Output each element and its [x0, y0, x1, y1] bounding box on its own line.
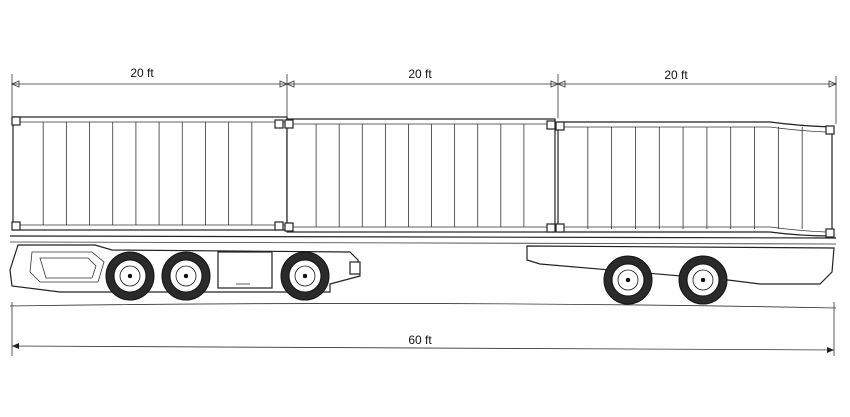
- top-dimension: [10, 74, 838, 124]
- wheels: [105, 251, 728, 305]
- dimension-label-container-2: 20 ft: [408, 67, 432, 81]
- dimension-label-container-1: 20 ft: [130, 66, 154, 80]
- dimension-label-overall: 60 ft: [408, 333, 432, 347]
- container-2: [284, 118, 556, 233]
- wheel-3: [280, 251, 330, 301]
- wheel-2: [161, 251, 211, 301]
- wheel-1: [105, 251, 155, 301]
- container-3: [555, 121, 835, 238]
- wheel-4: [603, 255, 653, 305]
- ground-line: [9, 303, 837, 309]
- container-1: [11, 116, 288, 231]
- bottom-dimension: [11, 302, 835, 356]
- dimension-label-container-3: 20 ft: [664, 68, 688, 82]
- wheel-5: [678, 255, 728, 305]
